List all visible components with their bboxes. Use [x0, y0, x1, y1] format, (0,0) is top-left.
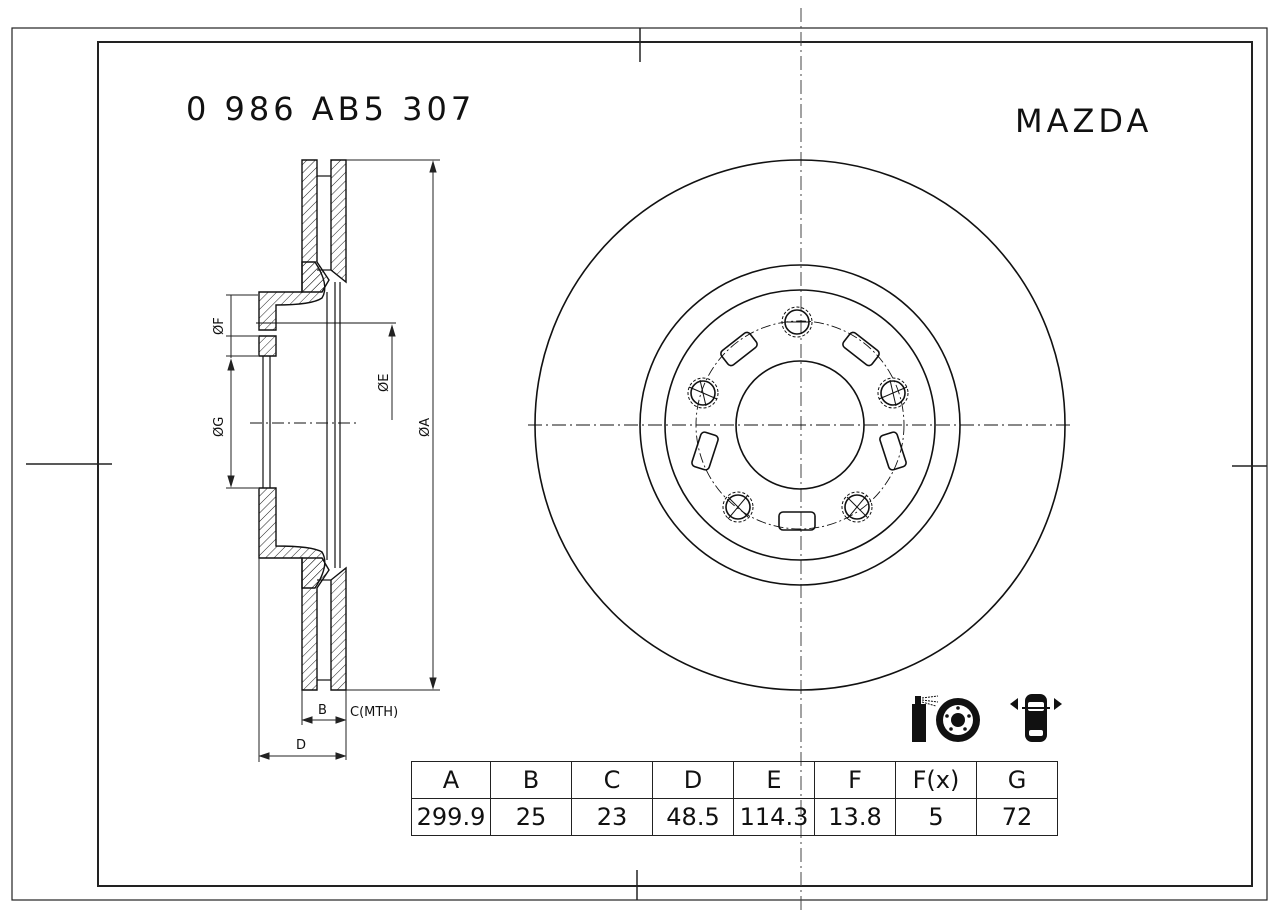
header-cell-c: C	[571, 761, 653, 799]
label-phi-f: ØF	[212, 317, 227, 335]
header-cell-e: E	[733, 761, 815, 799]
value-cell-a: 299.9	[411, 798, 491, 836]
header-cell-a: A	[411, 761, 491, 799]
header-cell-fx: F(x)	[895, 761, 977, 799]
label-phi-e: ØE	[377, 373, 392, 392]
label-d: D	[296, 738, 307, 753]
vent-slots	[691, 331, 907, 531]
table-row: 299.9 25 23 48.5 114.3 13.8 5 72	[411, 798, 1058, 836]
value-cell-b: 25	[490, 798, 572, 836]
header-cell-f: F	[814, 761, 896, 799]
value-cell-f: 13.8	[814, 798, 896, 836]
label-c-mth: C(MTH)	[350, 705, 399, 720]
disc-section-view	[250, 159, 396, 691]
bolt-holes	[687, 306, 909, 523]
value-cell-e: 114.3	[733, 798, 815, 836]
dimension-lines	[226, 159, 440, 762]
table-header-row: A B C D E F F(x) G	[411, 761, 1058, 799]
label-b: B	[318, 703, 327, 718]
disc-front-view	[528, 159, 1070, 691]
brake-disc-spray-icon	[912, 695, 980, 742]
part-number: 0 986 AB5 307	[186, 90, 476, 128]
car-front-axle-icon	[1010, 694, 1062, 742]
header-cell-b: B	[490, 761, 572, 799]
label-phi-a: ØA	[418, 417, 433, 437]
header-cell-d: D	[652, 761, 734, 799]
value-cell-g: 72	[976, 798, 1058, 836]
value-cell-c: 23	[571, 798, 653, 836]
value-cell-d: 48.5	[652, 798, 734, 836]
value-cell-fx: 5	[895, 798, 977, 836]
drawing-frame	[11, 27, 1268, 901]
brand-name: MAZDA	[1015, 102, 1153, 140]
hat-outer	[664, 289, 936, 561]
dimension-table: A B C D E F F(x) G 299.9 25 23 48.5 114.…	[411, 761, 1058, 836]
label-phi-g: ØG	[212, 416, 227, 437]
header-cell-g: G	[976, 761, 1058, 799]
